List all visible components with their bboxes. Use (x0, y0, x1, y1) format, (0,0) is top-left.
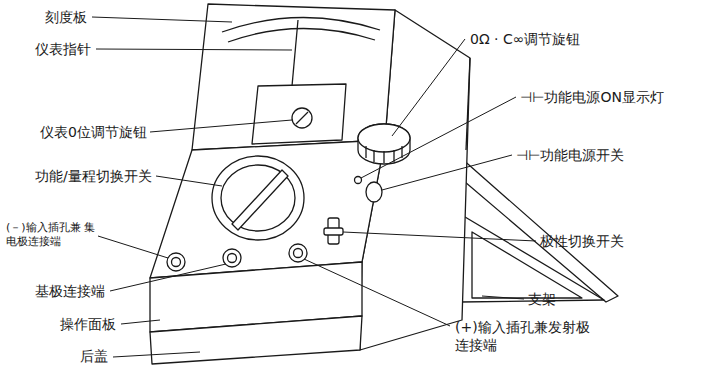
leader-line (482, 296, 524, 299)
operation-panel (150, 140, 385, 278)
jack-collector (167, 253, 185, 271)
range-dial-inner (221, 165, 295, 231)
leader-line (96, 49, 292, 50)
part-label: 刻度板 (45, 8, 87, 26)
scale-arc (222, 17, 380, 32)
polarity-lever (324, 228, 343, 235)
jack-emitter-hole (294, 249, 303, 258)
part-label: ⊣⊢功能电源开关 (516, 146, 624, 164)
leader-line (392, 39, 465, 136)
part-label: ⊣⊢功能电源ON显示灯 (520, 88, 664, 106)
leader-line (343, 232, 536, 241)
jack-base-hole (228, 254, 237, 263)
ohm-adjust-knob (358, 124, 410, 164)
range-dial (212, 156, 304, 240)
meter-pointer (292, 20, 298, 86)
pointer-window (252, 84, 346, 144)
leader-line (110, 264, 226, 291)
part-label: (－)输入插孔兼 集电极连接端 (6, 221, 98, 249)
part-label: 极性切换开关 (540, 232, 624, 250)
leader-line (113, 352, 200, 357)
leader-line (92, 17, 232, 22)
multimeter-body (150, 4, 618, 364)
scale-arc-inner (228, 28, 375, 42)
leader-line (382, 155, 512, 190)
part-label: (+)输入插孔兼发射极 连接端 (455, 318, 597, 354)
power-switch (366, 182, 382, 202)
zero-adjust-knob (292, 108, 312, 128)
part-label: 后盖 (80, 347, 108, 365)
leader-lines (92, 17, 536, 357)
part-label: 0Ω · C∞调节旋钮 (470, 30, 580, 48)
power-indicator (355, 177, 362, 184)
dial-handle (232, 170, 288, 230)
leader-line (156, 176, 222, 186)
leader-line (98, 236, 168, 258)
leader-line (361, 97, 516, 178)
leader-line (150, 120, 292, 132)
part-label: 基极连接端 (35, 282, 105, 300)
rear-cover (150, 316, 362, 364)
leader-line (121, 320, 160, 324)
part-label: 仪表指针 (35, 40, 91, 58)
part-label: 操作面板 (60, 315, 116, 333)
leader-line (304, 259, 450, 326)
part-label: 支架 (528, 290, 556, 308)
side-edge (466, 58, 470, 150)
stand-frame (460, 214, 604, 302)
knob-ridges (366, 146, 402, 163)
part-label: 功能/量程切换开关 (35, 167, 152, 185)
stand-arm (452, 150, 618, 302)
knob-slot (296, 112, 308, 124)
part-label: 仪表0位调节旋钮 (40, 123, 147, 141)
jack-collector-hole (172, 258, 181, 267)
